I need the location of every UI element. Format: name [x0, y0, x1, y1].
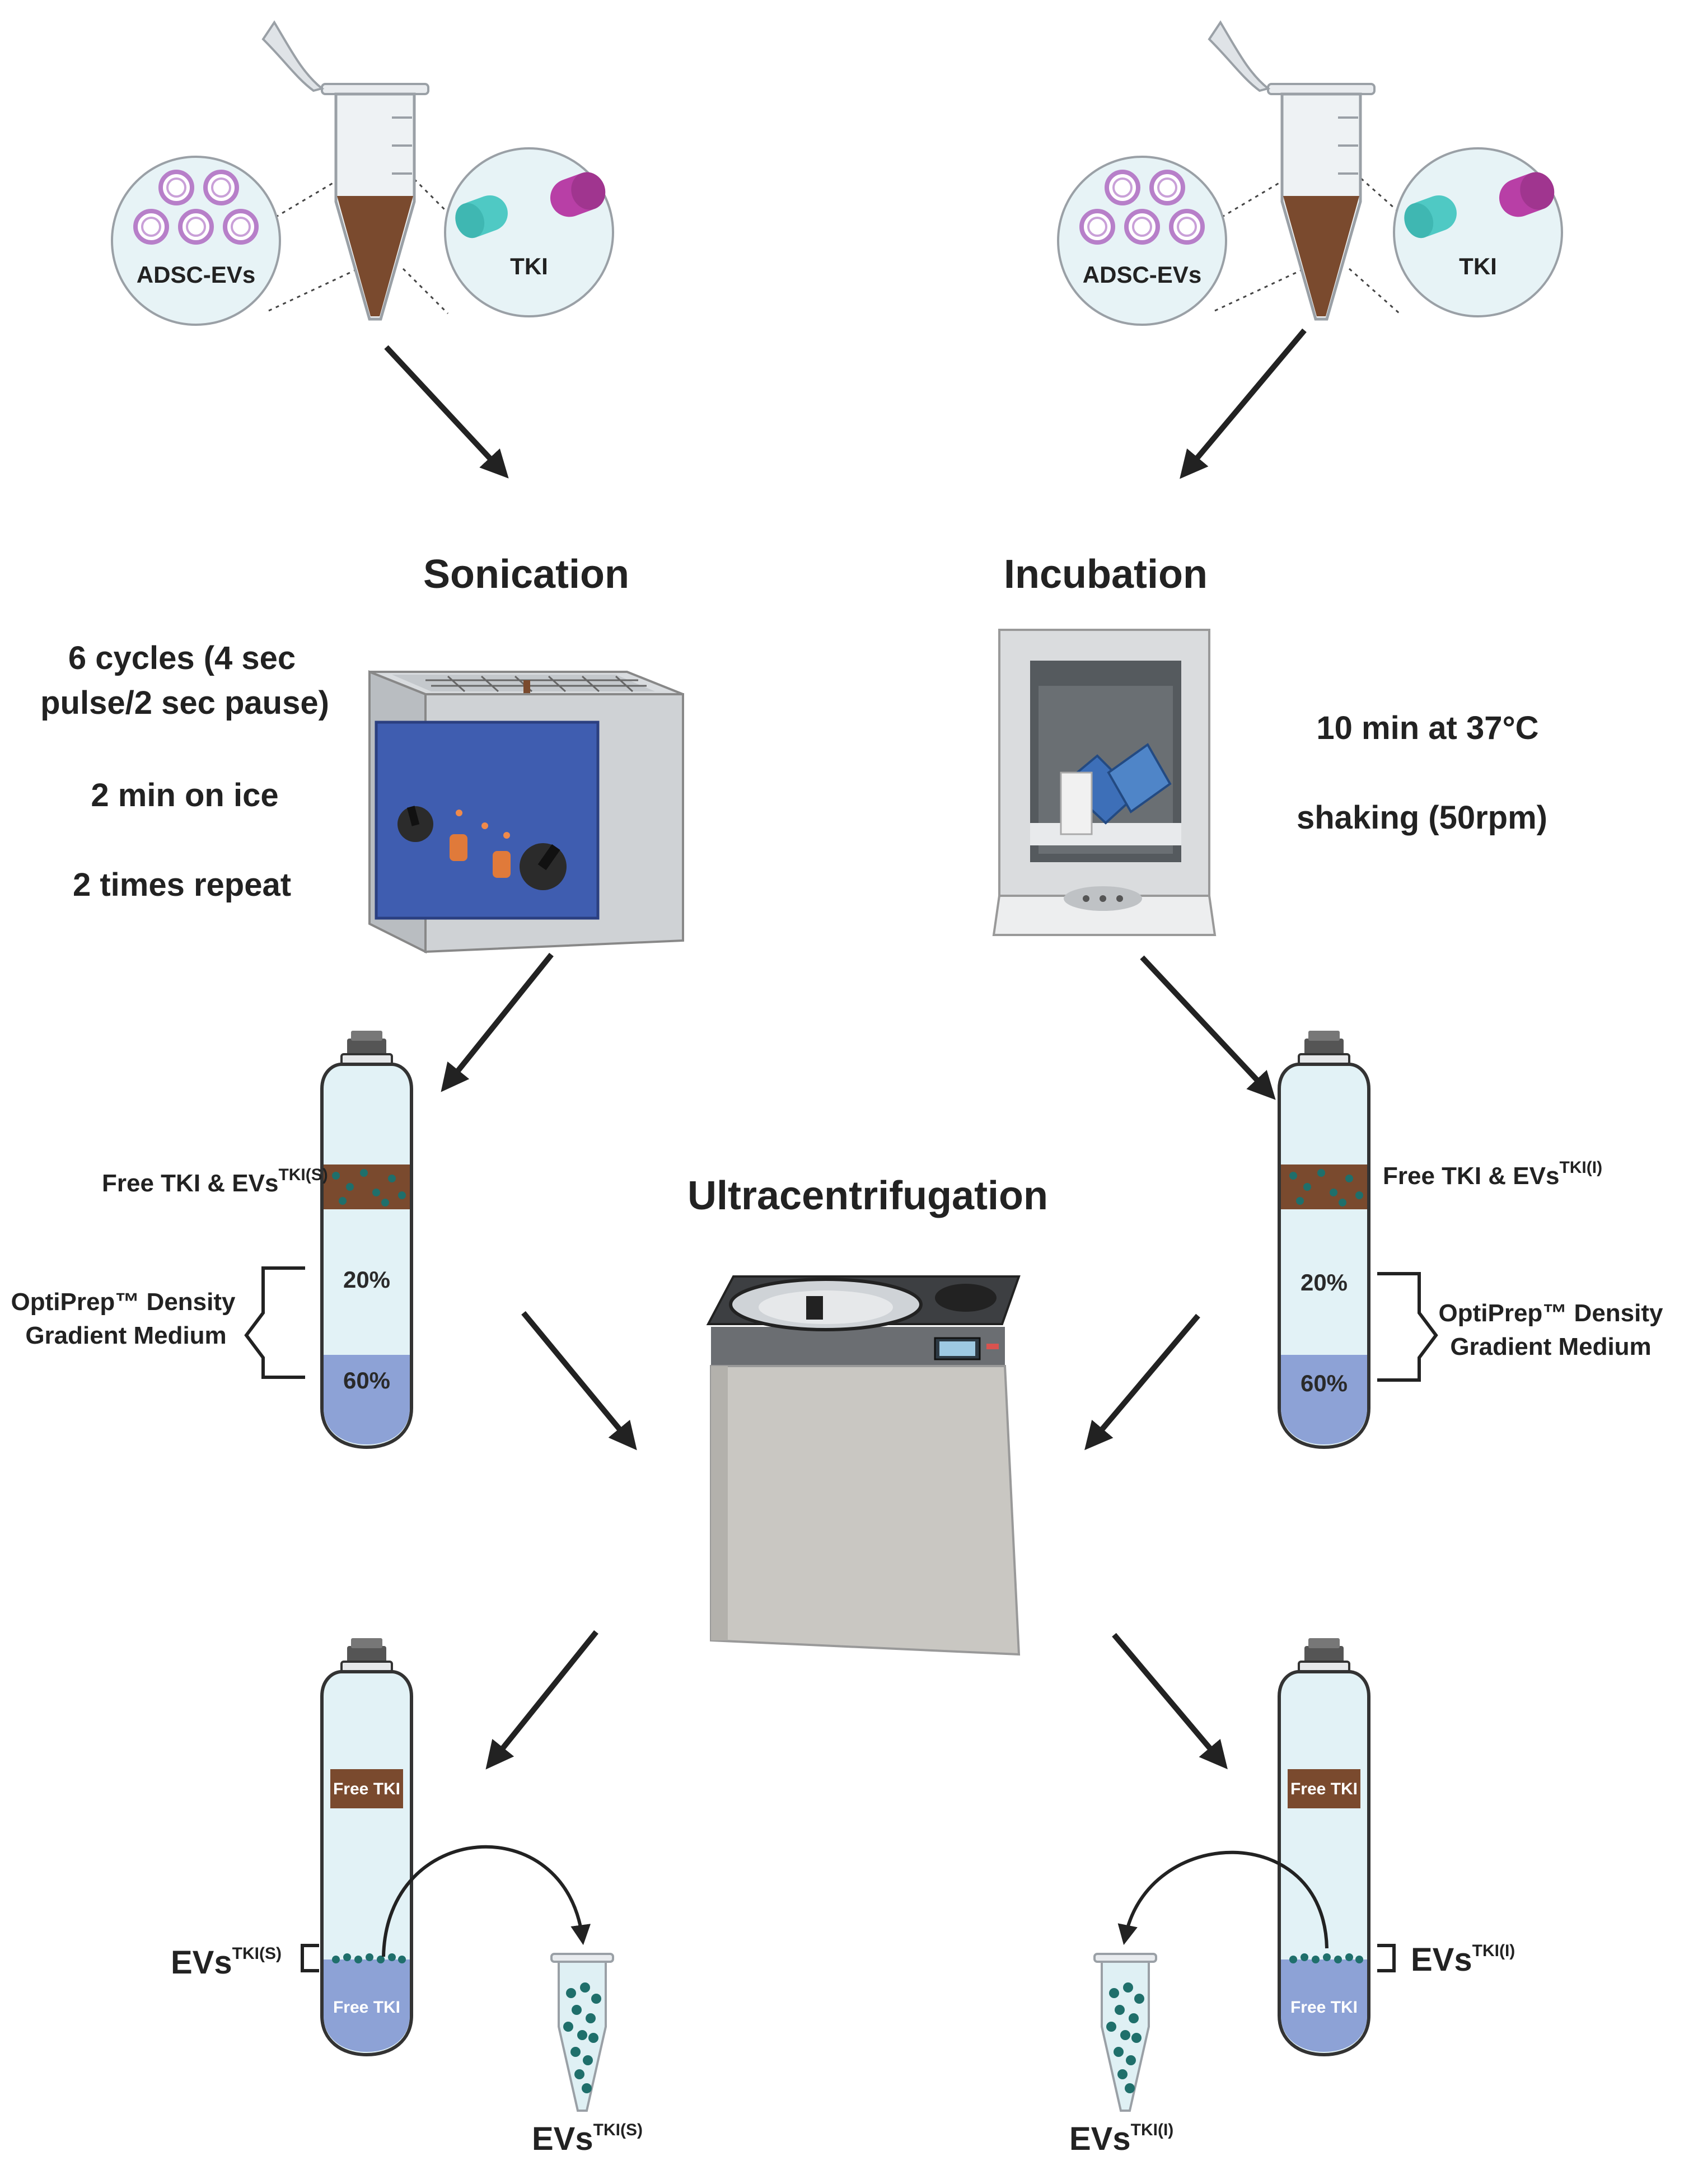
tki-circle-left: TKI — [444, 147, 614, 317]
right-gradient-tube: 20% 60% Free TKI & EVsTKI(I) OptiPrep™ D… — [1279, 1031, 1663, 1447]
collected-evs-label: EVsTKI(S) — [532, 2121, 643, 2157]
optiprep-line-1: OptiPrep™ Density — [1439, 1299, 1663, 1327]
arrow-incubation-to-gradient — [1140, 955, 1276, 1100]
arrow-centrifuge-to-left-result — [485, 1630, 598, 1770]
free-tki-evs-label: Free TKI & EVsTKI(I) — [1383, 1158, 1602, 1190]
free-tki-top-label: Free TKI — [1290, 1780, 1358, 1798]
layer-60-percent — [324, 1355, 410, 1444]
optiprep-line-2: Gradient Medium — [25, 1322, 226, 1349]
transfer-arrow — [382, 1845, 591, 1957]
incubator-shaker-icon — [992, 629, 1217, 936]
label-20-percent: 20% — [1301, 1269, 1348, 1296]
left-result-tube: Free TKI Free TKI EVsTKI(S) EVsTKI(S) — [171, 1638, 643, 2157]
sonication-line-2: pulse/2 sec pause) — [40, 685, 329, 721]
free-tki-evs-label: Free TKI & EVsTKI(S) — [102, 1166, 328, 1197]
free-tki-bottom-layer — [324, 1959, 410, 2052]
arrow-to-sonication — [384, 345, 509, 479]
optiprep-line-2: Gradient Medium — [1450, 1333, 1651, 1360]
arrow-left-to-centrifuge — [521, 1311, 637, 1451]
arrow-right-to-centrifuge — [1084, 1313, 1200, 1451]
label-60-percent: 60% — [343, 1367, 390, 1393]
bracket — [1377, 1944, 1396, 1972]
sonication-line-1: 6 cycles (4 sec — [68, 640, 296, 676]
free-tki-top-layer — [1288, 1769, 1360, 1808]
ev-label: ADSC-EVs — [137, 261, 255, 288]
ultracentrifuge-icon — [706, 1275, 1021, 1656]
sonication-title: Sonication — [423, 552, 629, 597]
arrow-to-incubation — [1180, 328, 1307, 479]
incubation-title: Incubation — [1004, 552, 1208, 597]
label-20-percent: 20% — [343, 1266, 390, 1293]
transfer-arrow — [1117, 1850, 1329, 1949]
incubation-line-1: 10 min at 37°C — [1316, 710, 1538, 746]
arrow-centrifuge-to-right-result — [1112, 1633, 1228, 1770]
collected-evs-tube-icon — [1093, 1953, 1157, 2112]
free-tki-top-label: Free TKI — [333, 1780, 400, 1798]
bracket — [244, 1266, 305, 1379]
right-source-group: ADSC-EVs TKI — [1057, 22, 1563, 326]
sonicator-icon — [368, 670, 684, 954]
left-source-group: ADSC-EVs TKI — [111, 22, 614, 326]
incubation-params: 10 min at 37°C shaking (50rpm) — [1297, 710, 1547, 836]
bracket — [1377, 1272, 1438, 1382]
free-tki-top-layer — [330, 1769, 403, 1808]
free-tki-bottom-label: Free TKI — [333, 1998, 400, 2017]
evs-band-label: EVsTKI(I) — [1411, 1942, 1515, 1978]
sonication-line-4: 2 times repeat — [73, 867, 291, 903]
optiprep-line-1: OptiPrep™ Density — [11, 1288, 236, 1316]
sample-tube-icon — [1209, 22, 1374, 319]
ev-label: ADSC-EVs — [1083, 261, 1201, 288]
sonication-params: 6 cycles (4 sec pulse/2 sec pause) 2 min… — [40, 640, 329, 903]
sample-tube-icon — [263, 22, 428, 319]
ev-circle-left: ADSC-EVs — [111, 156, 281, 326]
bracket — [301, 1944, 319, 1972]
tki-circle-right: TKI — [1393, 147, 1563, 317]
sonication-line-3: 2 min on ice — [91, 777, 278, 813]
tki-label: TKI — [510, 253, 548, 279]
left-gradient-tube: 20% 60% Free TKI & EVsTKI(S) OptiPrep™ D… — [11, 1031, 411, 1447]
label-60-percent: 60% — [1301, 1370, 1348, 1396]
layer-60-percent — [1281, 1355, 1367, 1444]
incubation-line-2: shaking (50rpm) — [1297, 799, 1547, 836]
arrow-sonication-to-gradient — [441, 952, 554, 1092]
ultracentrifugation-title: Ultracentrifugation — [687, 1173, 1048, 1218]
collected-evs-label: EVsTKI(I) — [1069, 2121, 1173, 2157]
ev-circle-right: ADSC-EVs — [1057, 156, 1227, 326]
tki-label: TKI — [1459, 253, 1497, 279]
evs-band-label: EVsTKI(S) — [171, 1944, 282, 1981]
right-result-tube: Free TKI Free TKI EVsTKI(I) EVsTKI(I) — [1069, 1638, 1515, 2157]
free-tki-bottom-label: Free TKI — [1290, 1998, 1358, 2017]
collected-evs-tube-icon — [550, 1953, 614, 2112]
free-tki-bottom-layer — [1281, 1959, 1367, 2052]
